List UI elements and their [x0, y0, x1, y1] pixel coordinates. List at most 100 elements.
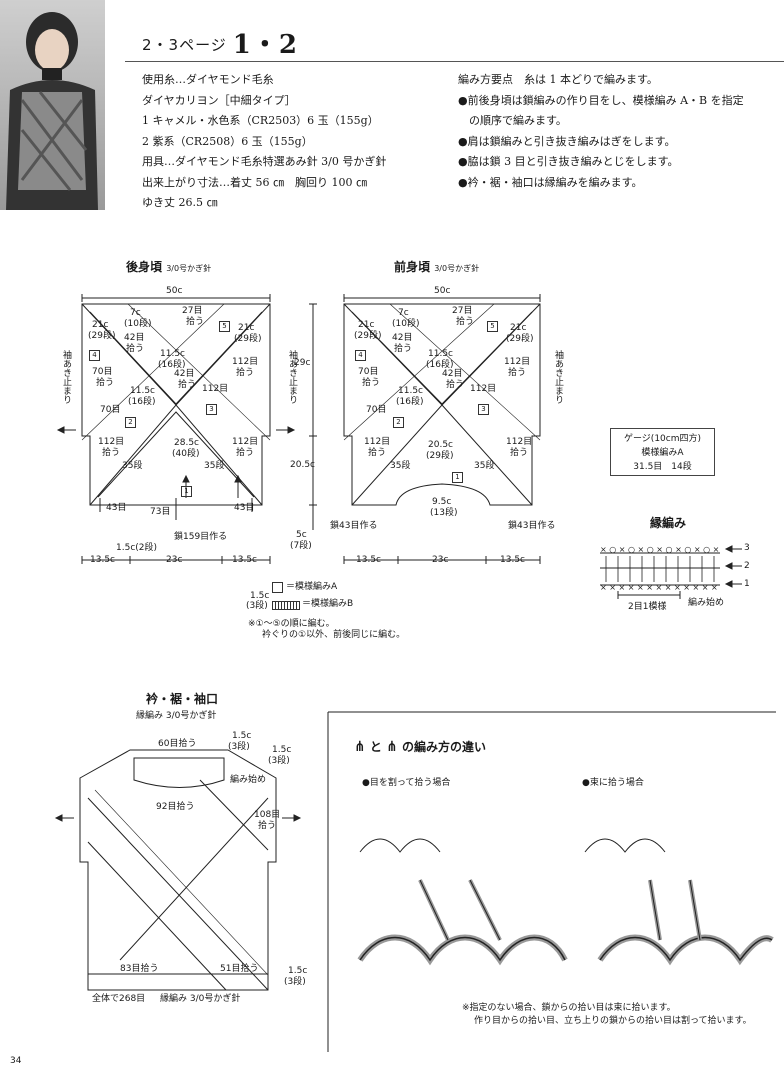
back-hem: 1.5c(2段)	[116, 543, 158, 553]
points-line: ●衿・裾・袖口は縁編みを編みます。	[458, 175, 643, 189]
front-label: 拾う	[394, 344, 413, 354]
dim-front-1: 13.5c	[356, 555, 381, 565]
materials-line: 用具…ダイヤモンド毛糸特選あみ針 3/0 号かぎ針	[142, 155, 387, 168]
section-1-box: 1	[181, 486, 192, 497]
collar-108: 108目	[254, 810, 281, 820]
materials-line: ダイヤカリヨン［中細タイプ］	[142, 93, 296, 107]
knitting-points-block: 編み方要点 糸は 1 本どりで編みます。 ●前後身頃は鎖編みの作り目をし、模様編…	[458, 70, 744, 193]
back-label: 42目	[174, 369, 195, 379]
diff-and: と	[369, 740, 382, 754]
page-title: 2・3ページ 1・2	[142, 24, 298, 61]
back-label: 21c	[92, 320, 109, 330]
back-label: 11.5c	[130, 386, 155, 396]
front-label: 27目	[452, 306, 473, 316]
back-label: 43目	[234, 503, 255, 513]
back-label: 拾う	[96, 378, 115, 388]
dim-20-5c: 20.5c	[290, 460, 315, 470]
front-label: 拾う	[456, 317, 475, 327]
dim-29c: 29c	[294, 358, 311, 368]
front-label: 112目	[364, 437, 391, 447]
front-label: 拾う	[508, 368, 527, 378]
collar-c2b: (3段)	[268, 756, 290, 766]
gauge-line: ゲージ(10cm四方)	[623, 434, 701, 444]
points-line: ●肩は鎖編みと引き抜き編みはぎをします。	[458, 134, 676, 148]
edging-row-3: 3	[744, 543, 750, 553]
dim-5c-rows: (7段)	[290, 541, 312, 551]
section-2-box: 2	[125, 417, 136, 428]
section-3-box: 3	[206, 404, 217, 415]
front-label: 7c	[398, 308, 409, 318]
front-title: 前身頃 3/0号かぎ針	[394, 260, 480, 274]
collar-108b: 拾う	[258, 821, 277, 831]
collar-51: 51目拾う	[220, 964, 259, 974]
front-width: 50c	[434, 286, 451, 296]
back-label: 拾う	[236, 448, 255, 458]
back-label: 35段	[204, 461, 225, 471]
title-rule	[125, 61, 784, 62]
pages-label: 2・3ページ	[142, 36, 227, 54]
back-label: 27目	[182, 306, 203, 316]
collar-c2: 1.5c	[272, 745, 292, 755]
front-label: 112目	[504, 357, 531, 367]
back-label: (16段)	[128, 397, 156, 407]
dim-back-3: 13.5c	[232, 555, 257, 565]
legend-b-rows: (3段)	[246, 601, 268, 611]
edging-title: 縁編み	[650, 516, 687, 530]
front-label: (13段)	[430, 508, 458, 518]
gauge-box: ゲージ(10cm四方) 模様編みA 31.5目 14段	[610, 428, 715, 476]
points-line: ●脇は鎖 3 目と引き抜き編みとじをします。	[458, 155, 679, 168]
edging-row-1: 1	[744, 579, 750, 589]
front-label: 70目	[358, 367, 379, 377]
dim-back-1: 13.5c	[90, 555, 115, 565]
collar-total: 全体で268目	[92, 994, 146, 1004]
section-4-box: 4	[89, 350, 100, 361]
model-photo	[0, 0, 105, 210]
back-title: 後身頃 3/0号かぎ針	[126, 260, 211, 274]
back-label: (40段)	[172, 449, 200, 459]
front-title-text: 前身頃	[394, 260, 431, 274]
legend-b-size: 1.5c	[250, 591, 270, 601]
front-section-4-box: 4	[355, 350, 366, 361]
collar-subtitle: 縁編み 3/0号かぎ針	[136, 711, 217, 721]
diff-note-1: ※指定のない場合、鎖からの拾い目は束に拾います。	[462, 1003, 676, 1013]
front-hook: 3/0号かぎ針	[434, 264, 480, 273]
front-section-2-box: 2	[393, 417, 404, 428]
back-label: 拾う	[236, 368, 255, 378]
materials-line: ゆき丈 26.5 ㎝	[142, 196, 218, 209]
back-label: 拾う	[102, 448, 121, 458]
dc-cluster-icon: ⋔	[386, 739, 398, 755]
materials-line: 1 キャメル・水色系（CR2503）6 玉（155g）	[142, 114, 379, 127]
collar-92: 92目拾う	[156, 802, 195, 812]
materials-line: 出来上がり寸法…着丈 56 ㎝ 胸回り 100 ㎝	[142, 175, 367, 189]
collar-outline	[79, 749, 277, 991]
legend-note-1: ※①～⑤の順に編む。	[248, 619, 335, 629]
front-label: 11.5c	[398, 386, 423, 396]
edging-start: 編み始め	[688, 598, 725, 608]
back-title-text: 後身頃	[126, 260, 163, 274]
front-label: 11.5c	[428, 349, 453, 359]
collar-c3: 1.5c	[288, 966, 308, 976]
back-label: 拾う	[186, 317, 205, 327]
materials-line: 使用糸…ダイヤモンド毛糸	[142, 73, 274, 86]
back-chain: 鎖159目作る	[174, 532, 228, 542]
front-label: 20.5c	[428, 440, 453, 450]
diff-title-text: の編み方の違い	[402, 740, 487, 754]
back-label: 43目	[106, 503, 127, 513]
back-label: 拾う	[126, 344, 145, 354]
back-label: 112目	[98, 437, 125, 447]
front-label: 21c	[510, 323, 527, 333]
gauge-line: 31.5目 14段	[633, 462, 692, 472]
model-photo-illustration	[6, 12, 98, 210]
collar-start: 編み始め	[230, 775, 267, 785]
dc-cluster-icon: ⋔	[354, 739, 366, 755]
collar-c1b: (3段)	[228, 742, 250, 752]
pattern-number: 1・2	[232, 30, 298, 60]
back-label: 70目	[100, 405, 121, 415]
front-chain-left: 鎖43目作る	[330, 521, 378, 531]
back-label: 42目	[124, 333, 145, 343]
back-label: (10段)	[124, 319, 152, 329]
dim-back-2: 23c	[166, 555, 183, 565]
back-label: 112目	[232, 437, 259, 447]
front-label: 拾う	[446, 380, 465, 390]
